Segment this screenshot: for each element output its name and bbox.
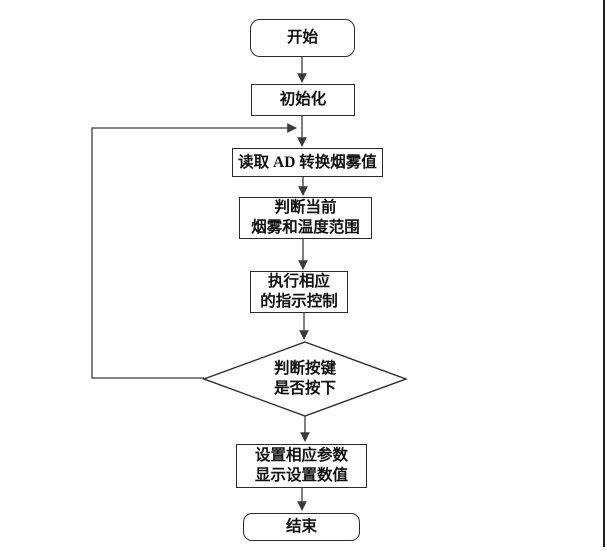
node-init: 初始化 bbox=[251, 84, 355, 116]
edge-loop-back bbox=[91, 123, 297, 379]
node-execute-label-line1: 执行相应 bbox=[267, 273, 330, 290]
node-judge-range: 判断当前 烟雾和温度范围 bbox=[239, 197, 372, 239]
node-init-label: 初始化 bbox=[279, 91, 327, 108]
page-border-line bbox=[603, 0, 605, 547]
node-set-params-label-line2: 显示设置数值 bbox=[254, 467, 348, 484]
node-set-params-label-line1: 设置相应参数 bbox=[254, 447, 348, 464]
node-key-decision: 判断按键 是否按下 bbox=[235, 358, 375, 400]
node-read-ad-label: 读取 AD 转换烟雾值 bbox=[238, 153, 377, 171]
node-execute-label-line2: 的指示控制 bbox=[260, 293, 338, 310]
node-key-decision-label-line1: 判断按键 bbox=[273, 360, 336, 377]
node-execute: 执行相应 的指示控制 bbox=[250, 271, 348, 313]
node-end-label: 结束 bbox=[285, 518, 317, 535]
decision-diamond-shape bbox=[201, 341, 409, 417]
node-start-label: 开始 bbox=[286, 29, 318, 46]
node-end: 结束 bbox=[243, 513, 360, 541]
node-set-params: 设置相应参数 显示设置数值 bbox=[236, 444, 367, 488]
node-key-decision-label-line2: 是否按下 bbox=[273, 380, 336, 397]
node-judge-range-label-line1: 判断当前 bbox=[274, 199, 337, 216]
node-judge-range-label-line2: 烟雾和温度范围 bbox=[251, 219, 360, 236]
node-read-ad: 读取 AD 转换烟雾值 bbox=[232, 148, 383, 177]
node-start: 开始 bbox=[250, 19, 355, 57]
